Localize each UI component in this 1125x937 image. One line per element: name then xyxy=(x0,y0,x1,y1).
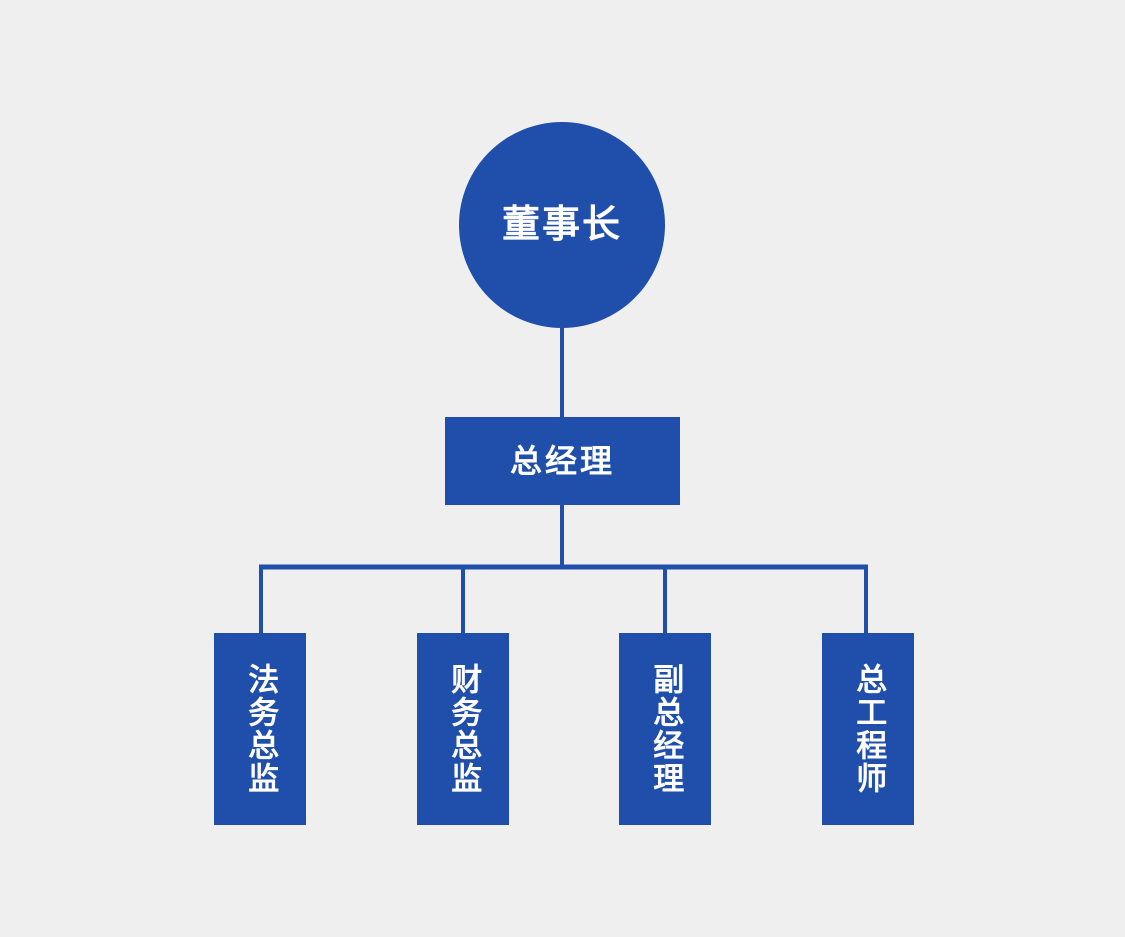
node-chairman-label: 董事长 xyxy=(501,204,622,246)
node-chairman[interactable]: 董事长 xyxy=(459,122,665,328)
node-legal-director-label: 法务总监 xyxy=(243,663,279,795)
node-finance-director-label: 财务总监 xyxy=(446,663,482,795)
node-chief-engineer[interactable]: 总工程师 xyxy=(822,633,914,825)
node-deputy-general-manager[interactable]: 副总经理 xyxy=(619,633,711,825)
node-general-manager-label: 总经理 xyxy=(509,443,615,479)
node-chief-engineer-label: 总工程师 xyxy=(851,663,887,795)
node-deputy-general-manager-label: 副总经理 xyxy=(648,663,684,795)
node-legal-director[interactable]: 法务总监 xyxy=(214,633,306,825)
node-general-manager[interactable]: 总经理 xyxy=(445,417,680,505)
node-finance-director[interactable]: 财务总监 xyxy=(417,633,509,825)
